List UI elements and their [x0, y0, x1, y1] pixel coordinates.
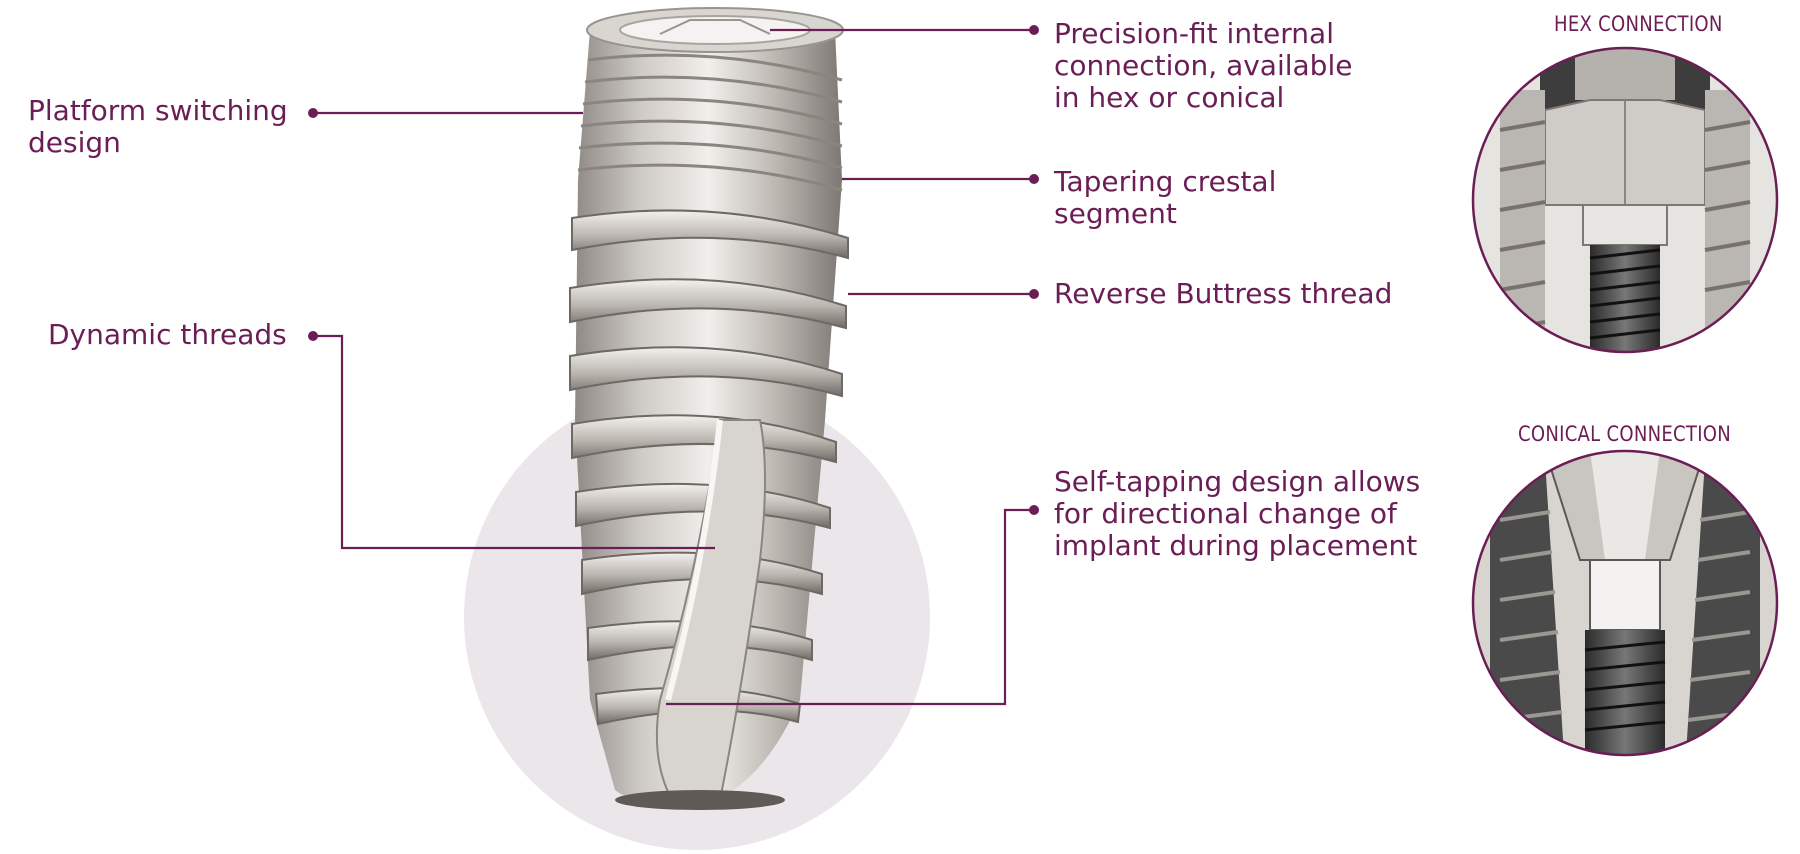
- callout-dynamic-threads: Dynamic threads: [48, 319, 287, 351]
- conical-connection-title: CONICAL CONNECTION: [1518, 422, 1731, 446]
- callout-line: segment: [1054, 198, 1276, 230]
- conical-connection-image: [1470, 450, 1790, 770]
- callout-self-tapping: Self-tapping design allows for direction…: [1054, 466, 1420, 562]
- callout-reverse-buttress: Reverse Buttress thread: [1054, 278, 1392, 310]
- callout-line: Platform switching: [28, 95, 288, 127]
- callout-platform-switching: Platform switching design: [28, 95, 288, 159]
- callout-line: Precision-fit internal: [1054, 18, 1352, 50]
- callout-line: Tapering crestal: [1054, 166, 1276, 198]
- hex-connection-image: [1470, 40, 1790, 375]
- callout-line: Self-tapping design allows: [1054, 466, 1420, 498]
- callout-line: Reverse Buttress thread: [1054, 278, 1392, 310]
- callout-line: for directional change of: [1054, 498, 1420, 530]
- callout-precision-fit: Precision-fit internal connection, avail…: [1054, 18, 1352, 114]
- callout-line: design: [28, 127, 288, 159]
- callout-line: Dynamic threads: [48, 319, 287, 351]
- callout-line: in hex or conical: [1054, 82, 1352, 114]
- callout-tapering-crestal: Tapering crestal segment: [1054, 166, 1276, 230]
- callout-line: connection, available: [1054, 50, 1352, 82]
- callout-line: implant during placement: [1054, 530, 1420, 562]
- hex-connection-title: HEX CONNECTION: [1554, 12, 1723, 36]
